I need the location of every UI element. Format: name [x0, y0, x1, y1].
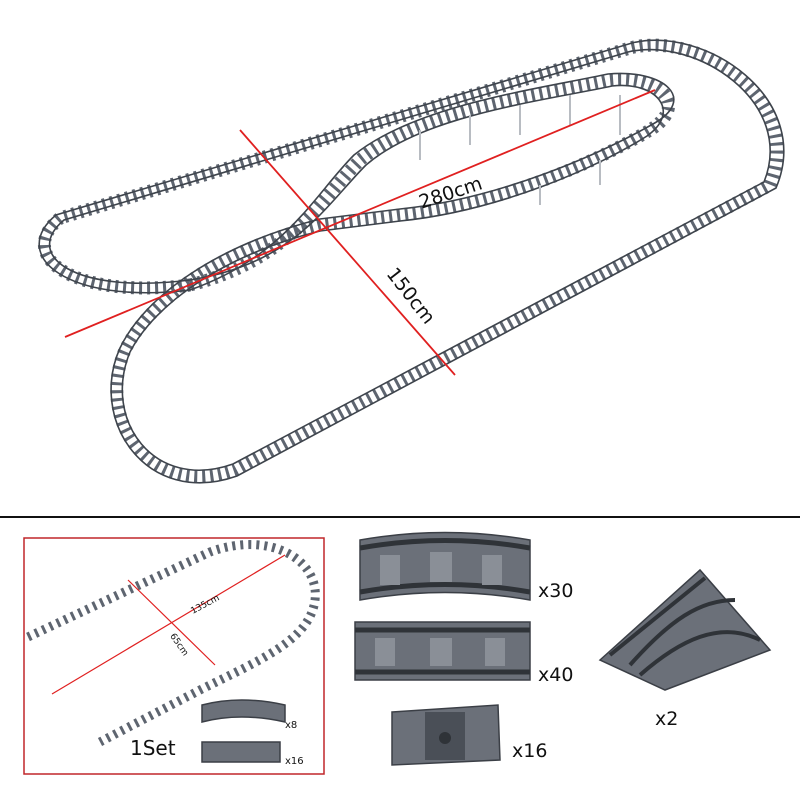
main-track-layout: [37, 38, 785, 484]
flexible-track-qty: x16: [512, 740, 548, 762]
set-inset-frame: [23, 537, 325, 775]
straight-track-piece: [354, 621, 531, 681]
measure-lines: [64, 89, 656, 376]
inset-curved-piece: [201, 699, 286, 723]
curved-track-qty: x30: [538, 580, 574, 602]
straight-track-qty: x40: [538, 664, 574, 686]
switch-track-piece: [598, 568, 772, 691]
inset-straight-piece: [201, 741, 281, 763]
inset-curved-qty: x8: [285, 720, 298, 731]
curved-track-piece: [359, 531, 531, 601]
inset-set-label: 1Set: [130, 736, 176, 760]
flexible-track-piece: [391, 704, 501, 766]
inset-track: [26, 540, 320, 746]
switch-track-qty: x2: [655, 708, 679, 730]
inset-straight-qty: x16: [285, 756, 304, 767]
